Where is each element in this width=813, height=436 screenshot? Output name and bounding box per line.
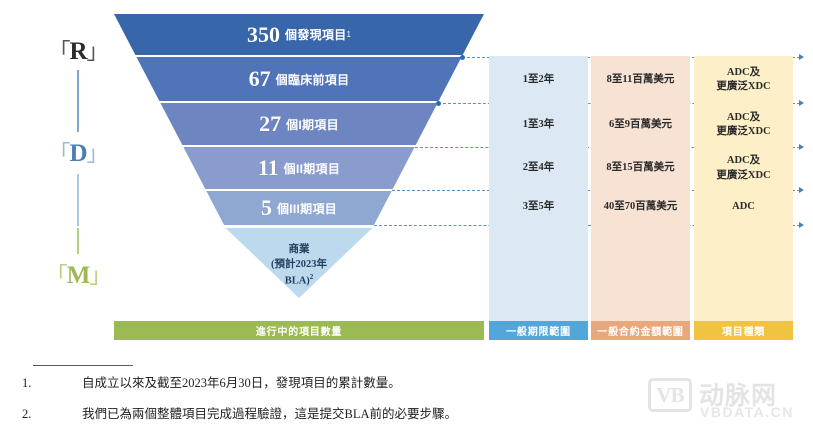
rail-letter-r: R	[69, 38, 87, 65]
rail-connector-3	[77, 228, 79, 254]
funnel-band-count: 67	[248, 66, 271, 91]
funnel-band-label: 個臨床前項目	[275, 72, 350, 87]
cell-type: ADC及更廣泛XDC	[716, 111, 771, 137]
legend-bar-type: 項目種類	[694, 321, 793, 340]
connector-arrow	[799, 54, 804, 60]
funnel-band-count: 350	[247, 21, 281, 47]
legend-label-amount: 一般合約金額範圍	[597, 327, 684, 338]
rail-label-m: 「M」	[40, 258, 116, 290]
cell-type: ADC	[732, 201, 755, 213]
legend-label-duration: 一般期限範圍	[506, 327, 571, 338]
cell-amount: 8至15百萬美元	[606, 162, 675, 174]
rail-connector-2	[77, 174, 79, 226]
footnote-1-text: 自成立以來及截至2023年6月30日，發現項目的累計數量。	[82, 376, 401, 390]
funnel-band-count: 5	[260, 195, 272, 220]
footnote-1: 1. 自成立以來及截至2023年6月30日，發現項目的累計數量。	[22, 372, 401, 391]
bracket-close-m: 」	[89, 263, 111, 288]
legend-label-project-count: 進行中的項目數量	[255, 327, 343, 338]
connector-arrow	[799, 144, 804, 150]
funnel-band-label: 個發現項目	[285, 28, 347, 42]
rail-letter-m: M	[66, 262, 91, 289]
legend-bar-project-count: 進行中的項目數量	[114, 321, 484, 340]
funnel-band-label: 個III期項目	[276, 201, 338, 216]
cell-duration: 1至2年	[522, 73, 555, 85]
rail-label-d: 「D」	[40, 136, 116, 168]
rail-connector-1	[77, 70, 79, 132]
watermark-cn-text: 动脉网	[699, 382, 778, 410]
footnote-1-index: 1.	[22, 376, 32, 390]
funnel-band-phase3: 5 個III期項目	[206, 191, 392, 225]
funnel-band-phase2: 11 個II期項目	[183, 147, 415, 189]
rdm-rail: 「R」 「D」 「M」	[40, 14, 116, 314]
cell-type: ADC及更廣泛XDC	[716, 66, 771, 92]
watermark-en-text: VBDATA.CN	[700, 404, 794, 420]
commercial-footnote-ref: 2	[309, 273, 314, 282]
column-amount	[591, 56, 690, 321]
legend-label-type: 項目種類	[721, 327, 766, 338]
bracket-open-r: 「	[48, 39, 70, 64]
funnel-band-commercial: 商業 (預計2023年 BLA)2	[225, 228, 373, 298]
connector-arrow	[799, 187, 804, 193]
funnel-band-footnote-ref: 1	[346, 30, 351, 39]
connector-dot	[435, 101, 441, 106]
funnel-band-label: 個I期項目	[286, 117, 339, 132]
cell-amount: 40至70百萬美元	[603, 201, 678, 213]
footnote-2-index: 2.	[22, 407, 32, 421]
watermark-mark: VB	[648, 378, 692, 412]
commercial-line-2: (預計2023年	[271, 259, 327, 271]
rail-letter-d: D	[69, 140, 87, 167]
legend-bar-amount: 一般合約金額範圍	[591, 321, 690, 340]
bracket-close-r: 」	[86, 39, 109, 64]
watermark: VB 动脉网 VBDATA.CN	[648, 376, 798, 428]
cell-type: ADC及更廣泛XDC	[716, 155, 771, 181]
connector-arrow	[799, 222, 804, 228]
cell-duration: 1至3年	[522, 118, 555, 130]
cell-amount: 8至11百萬美元	[606, 73, 675, 85]
footnote-2: 2. 我們已為兩個整體項目完成過程驗證，這是提交BLA前的必要步驟。	[22, 403, 457, 422]
funnel-band-count: 11	[257, 155, 279, 180]
cell-duration: 2至4年	[522, 162, 555, 174]
cell-duration: 3至5年	[522, 201, 555, 213]
funnel-band-label: 個II期項目	[283, 161, 341, 176]
connector-dot	[459, 55, 465, 60]
funnel-band-preclinical: 67 個臨床前項目	[136, 57, 462, 101]
bracket-open-d: 「	[48, 141, 70, 166]
bracket-open-m: 「	[45, 263, 68, 288]
rail-label-r: 「R」	[40, 34, 116, 66]
connector-arrow	[799, 100, 804, 106]
bracket-close-d: 」	[86, 141, 109, 166]
commercial-line-3: BLA)	[284, 275, 310, 287]
legend-bar-duration: 一般期限範圍	[489, 321, 588, 340]
cell-amount: 6至9百萬美元	[609, 118, 672, 130]
commercial-line-1: 商業	[288, 244, 310, 255]
footnote-2-text: 我們已為兩個整體項目完成過程驗證，這是提交BLA前的必要步驟。	[82, 407, 458, 421]
funnel-band-phase1: 27 個I期項目	[160, 103, 438, 145]
funnel-band-count: 27	[259, 111, 282, 136]
column-duration	[489, 56, 588, 321]
footnote-rule	[33, 365, 133, 366]
column-type	[694, 56, 793, 321]
